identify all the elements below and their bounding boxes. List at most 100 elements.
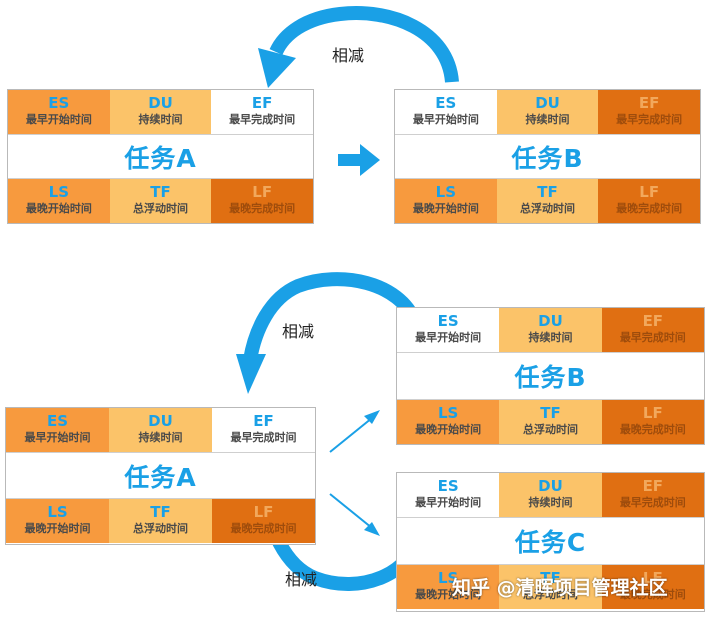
subtract-label-bottom: 相减 [285, 570, 318, 589]
tf-code: TF [150, 503, 171, 521]
es-desc: 最早开始时间 [415, 331, 482, 344]
subtract-label-middle: 相减 [282, 322, 315, 341]
es-code: ES [437, 312, 459, 330]
task-name: 任务B [511, 143, 584, 173]
thin-arrowhead-to-b [364, 410, 380, 424]
lf-desc: 最晚完成时间 [619, 423, 686, 436]
ls-code: LS [437, 569, 459, 587]
task-name: 任务C [514, 528, 587, 557]
subtract-label-top: 相减 [332, 46, 365, 65]
ls-desc: 最晚开始时间 [415, 588, 482, 601]
lf-desc: 最晚完成时间 [619, 588, 686, 601]
tf-desc: 总浮动时间 [133, 522, 188, 535]
tf-code: TF [540, 404, 561, 422]
ls-code: LS [47, 503, 68, 521]
tf-code: TF [537, 183, 558, 201]
lf-desc: 最晚完成时间 [229, 202, 296, 215]
curved-arrow-top [269, 6, 459, 83]
ef-desc: 最早完成时间 [230, 431, 297, 444]
thin-arrowhead-to-c [364, 522, 380, 536]
ls-code: LS [437, 404, 459, 422]
task-name: 任务A [124, 462, 197, 492]
tf-code: TF [150, 183, 171, 201]
es-code: ES [437, 477, 459, 495]
curved-arrowhead-middle [236, 354, 266, 394]
tf-desc: 总浮动时间 [133, 202, 188, 215]
ef-code: EF [642, 312, 664, 330]
ef-desc: 最早完成时间 [616, 113, 683, 126]
lf-code: LF [253, 503, 274, 521]
tf-desc: 总浮动时间 [522, 423, 578, 436]
ef-code: EF [253, 412, 274, 430]
tf-code: TF [540, 569, 561, 587]
ls-desc: 最晚开始时间 [415, 423, 482, 436]
es-code: ES [435, 94, 457, 112]
ef-code: EF [642, 477, 664, 495]
es-desc: 最早开始时间 [412, 113, 479, 126]
ls-desc: 最晚开始时间 [412, 202, 479, 215]
du-code: DU [538, 477, 563, 495]
du-desc: 持续时间 [138, 431, 183, 444]
du-desc: 持续时间 [528, 331, 573, 344]
ef-desc: 最早完成时间 [619, 331, 686, 344]
es-desc: 最早开始时间 [415, 496, 482, 509]
ef-code: EF [251, 94, 273, 112]
es-desc: 最早开始时间 [25, 113, 92, 126]
curved-arrow-middle [243, 272, 422, 362]
curved-arrowhead-top [258, 48, 296, 88]
tf-desc: 总浮动时间 [520, 202, 575, 215]
du-desc: 持续时间 [138, 113, 183, 126]
lf-code: LF [642, 404, 663, 422]
ls-code: LS [435, 183, 457, 201]
es-desc: 最早开始时间 [24, 431, 91, 444]
du-desc: 持续时间 [528, 496, 573, 509]
tf-desc: 总浮动时间 [522, 588, 578, 601]
du-code: DU [148, 412, 173, 430]
es-code: ES [48, 94, 70, 112]
lf-code: LF [642, 569, 663, 587]
thin-arrow-to-b [329, 417, 373, 453]
block-arrow-a-to-b [338, 144, 380, 176]
ls-desc: 最晚开始时间 [25, 202, 92, 215]
du-code: DU [535, 94, 560, 112]
task-name: 任务B [514, 363, 587, 392]
watermark: 知乎 @清晖项目管理社区 [452, 577, 668, 599]
ef-desc: 最早完成时间 [619, 496, 686, 509]
du-desc: 持续时间 [525, 113, 570, 126]
task-name: 任务A [124, 143, 197, 173]
lf-desc: 最晚完成时间 [616, 202, 683, 215]
